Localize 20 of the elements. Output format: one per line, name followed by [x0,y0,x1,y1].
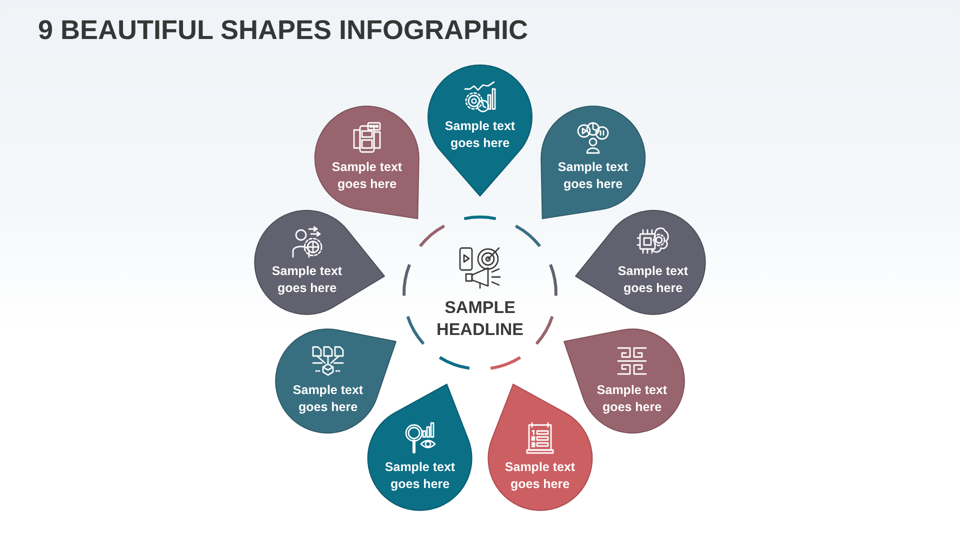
petal [274,328,397,434]
petal [253,209,386,316]
petal [563,328,686,434]
petal-label: Sample text goes here [444,118,516,152]
petal [487,383,594,512]
petal [574,209,707,316]
petal-label: Sample text goes here [292,382,364,416]
petal-label: Sample text goes here [330,159,404,193]
petal-label: Sample text goes here [556,159,630,193]
petal [540,105,647,220]
petal [313,105,420,220]
page-title: 9 BEAUTIFUL SHAPES INFOGRAPHIC [38,14,528,46]
petal-label: Sample text goes here [616,263,690,297]
petal-label: Sample text goes here [270,263,344,297]
petal [366,383,473,512]
headline: SAMPLE HEADLINE [436,297,524,341]
petal-label: Sample text goes here [596,382,668,416]
petal [427,64,533,197]
petal-label: Sample text goes here [384,459,456,493]
petal-label: Sample text goes here [504,459,576,493]
